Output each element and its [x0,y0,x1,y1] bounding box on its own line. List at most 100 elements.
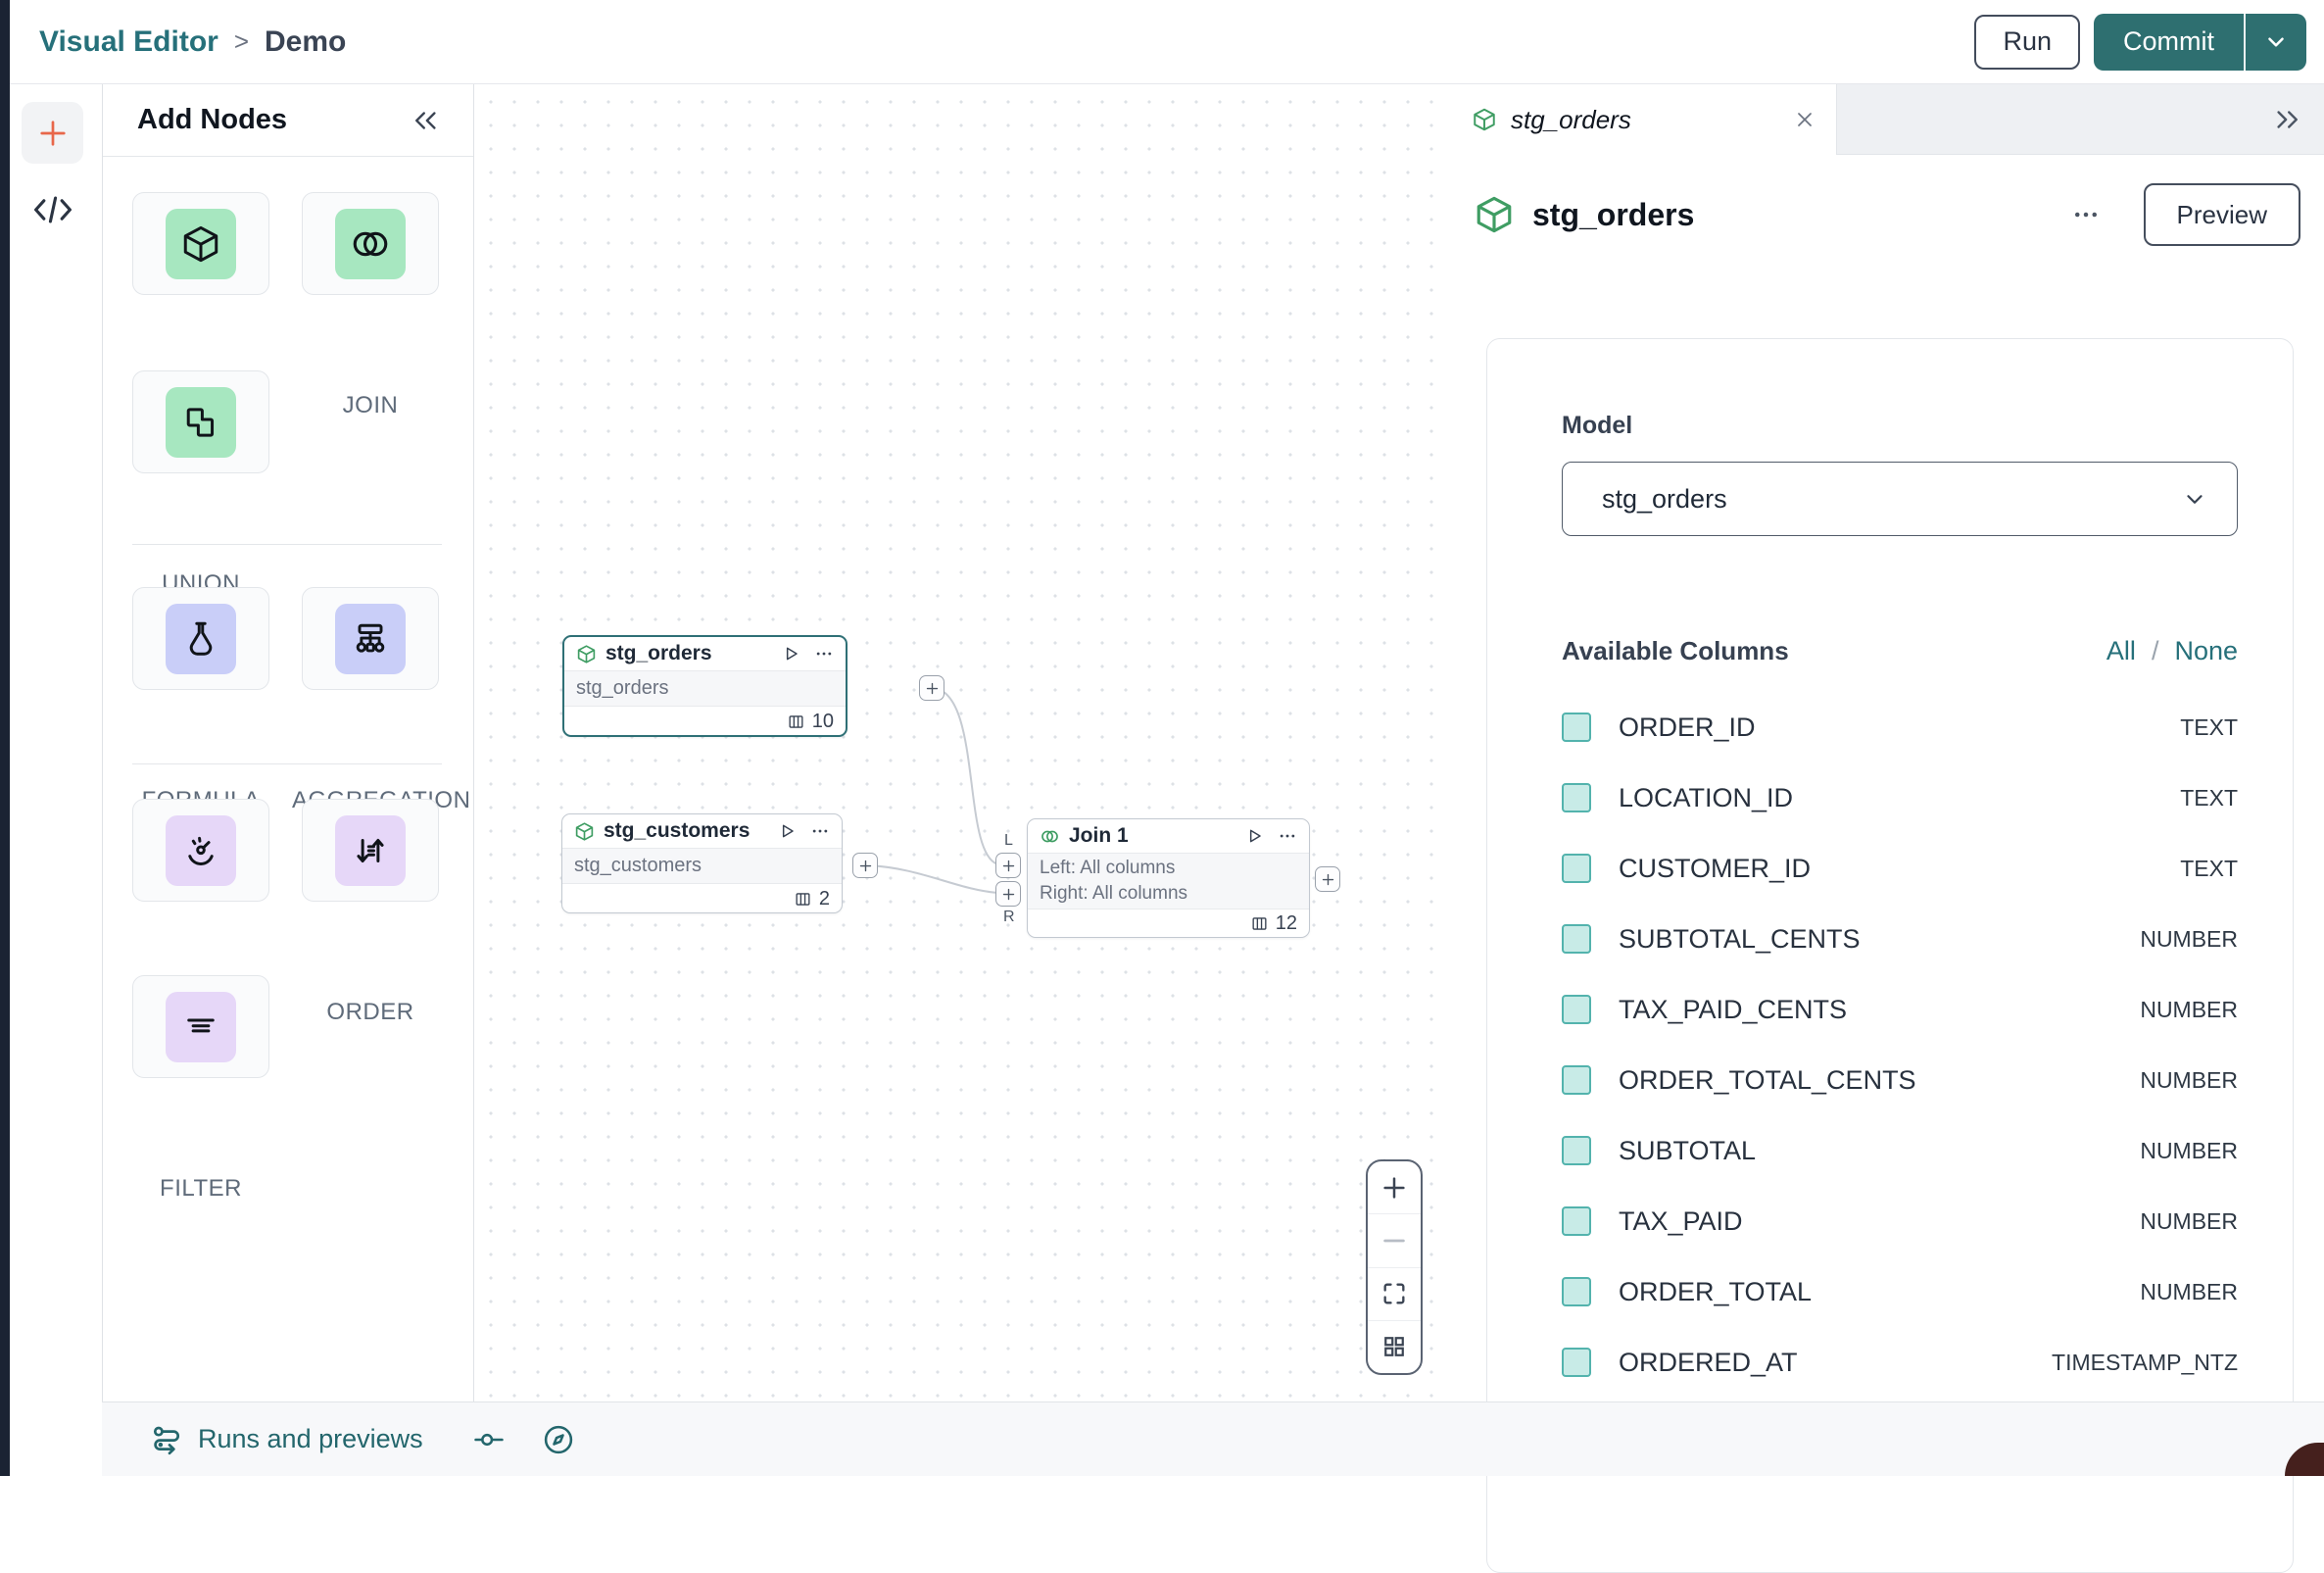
flask-icon [189,621,213,656]
columns-icon [796,892,810,906]
cube-icon [577,644,596,664]
column-checkbox[interactable] [1562,1277,1591,1306]
join-right-input-port[interactable] [995,881,1021,907]
chevron-down-icon [2187,495,2203,504]
more-icon[interactable] [810,821,830,841]
palette-item-filter[interactable] [132,975,269,1078]
topbar-actions: Run Commit [1974,13,2306,71]
canvas-node-stg-orders[interactable]: stg_orders stg_orders 10 [562,635,847,737]
more-icon[interactable] [2071,200,2101,229]
join-left-input-port[interactable] [995,853,1021,878]
column-checkbox[interactable] [1562,783,1591,812]
breadcrumb-current: Demo [265,25,347,58]
palette-item-union[interactable] [132,370,269,473]
column-row: ORDER_TOTAL NUMBER [1562,1256,2238,1327]
edge-wires [866,687,999,894]
column-type: NUMBER [2140,925,2238,952]
model-select[interactable]: stg_orders [1562,462,2238,536]
add-node-button[interactable] [22,102,83,164]
code-view-button[interactable] [27,190,78,229]
column-checkbox[interactable] [1562,1348,1591,1377]
collapse-panel-button[interactable] [411,106,440,135]
node-header: stg_customers [562,814,842,848]
double-chevron-left-icon [415,111,436,129]
aggregation-icon [356,623,385,653]
canvas-node-stg-customers[interactable]: stg_customers stg_customers 2 [561,813,843,913]
palette-label-order: ORDER [326,999,414,1025]
model-tile [166,208,236,279]
stg-orders-output-port[interactable] [919,675,944,701]
compass-icon[interactable] [541,1422,576,1457]
commit-split-button[interactable]: Commit [2094,13,2306,71]
column-checkbox[interactable] [1562,924,1591,954]
breadcrumb-root-link[interactable]: Visual Editor [39,25,218,58]
formula-tile [166,603,236,674]
node-column-count: 12 [1275,912,1297,934]
zoom-in-button[interactable] [1368,1161,1421,1213]
cube-icon [1474,108,1495,131]
layout-grid-button[interactable] [1368,1319,1421,1373]
more-icon[interactable] [814,644,834,664]
all-none-separator: / [2151,636,2159,665]
palette-item-aggregation[interactable] [302,587,439,690]
flow-canvas[interactable]: stg_orders stg_orders 10 stg_customers s… [473,84,1445,1401]
plus-icon [39,120,66,146]
column-checkbox[interactable] [1562,995,1591,1024]
select-none-link[interactable]: None [2174,636,2238,665]
column-type: TEXT [2180,784,2238,811]
fit-view-button[interactable] [1368,1266,1421,1320]
column-row: ORDER_TOTAL_CENTS NUMBER [1562,1045,2238,1115]
canvas-node-join-1[interactable]: Join 1 Left: All columns Right: All colu… [1027,818,1310,938]
column-name: LOCATION_ID [1619,782,1794,812]
stg-customers-output-port[interactable] [852,853,878,878]
select-all-link[interactable]: All [2106,636,2136,665]
run-button[interactable]: Run [1974,14,2080,70]
palette-item-formula[interactable] [132,587,269,690]
model-select-value: stg_orders [1602,483,1727,514]
union-icon [186,407,215,437]
palette-item-limit[interactable] [132,799,269,902]
join-right-port-label: R [1003,909,1015,925]
venn-icon [1041,830,1058,842]
breadcrumb-separator: > [233,26,250,56]
column-name: ORDER_ID [1619,712,1756,742]
palette-item-model[interactable] [132,192,269,295]
more-icon[interactable] [1278,826,1297,846]
column-row: TAX_PAID NUMBER [1562,1186,2238,1256]
add-nodes-panel: Add Nodes MODEL JOIN UNION FORMULA AG [102,84,474,1476]
join-output-port[interactable] [1315,866,1340,892]
commit-node-icon[interactable] [472,1423,506,1456]
runs-and-previews-button[interactable]: Runs and previews [198,1424,423,1453]
preview-button[interactable]: Preview [2143,183,2300,246]
play-icon[interactable] [781,644,800,664]
zoom-out-button[interactable] [1368,1213,1421,1266]
column-name: ORDER_TOTAL [1619,1276,1813,1306]
palette-item-order[interactable] [302,799,439,902]
play-icon[interactable] [777,821,797,841]
filter-lines-icon [187,1018,215,1032]
column-checkbox[interactable] [1562,1136,1591,1165]
close-icon[interactable] [1793,108,1816,131]
node-model-name: stg_orders [564,670,846,707]
double-chevron-right-icon[interactable] [2273,105,2302,134]
gauge-icon [188,836,214,865]
window-edge-strip [0,0,10,1476]
column-checkbox[interactable] [1562,1065,1591,1095]
inspector-panel: stg_orders stg_orders Preview Model stg_… [1444,84,2324,1573]
column-row: SUBTOTAL NUMBER [1562,1115,2238,1186]
columns-list: ORDER_ID TEXT LOCATION_ID TEXT CUSTOMER_… [1562,692,2238,1398]
node-title: stg_customers [604,819,750,842]
palette-item-join[interactable] [302,192,439,295]
union-tile [166,386,236,458]
order-tile [335,814,406,886]
available-columns-header: Available Columns All / None [1562,636,2238,666]
column-type: NUMBER [2140,1207,2238,1234]
column-checkbox[interactable] [1562,713,1591,742]
play-icon[interactable] [1244,826,1264,846]
commit-dropdown-button[interactable] [2246,14,2306,71]
tab-stg-orders[interactable]: stg_orders [1444,84,1837,155]
commit-button[interactable]: Commit [2123,26,2214,56]
column-checkbox[interactable] [1562,854,1591,883]
column-name: ORDERED_AT [1619,1347,1798,1377]
column-checkbox[interactable] [1562,1206,1591,1236]
